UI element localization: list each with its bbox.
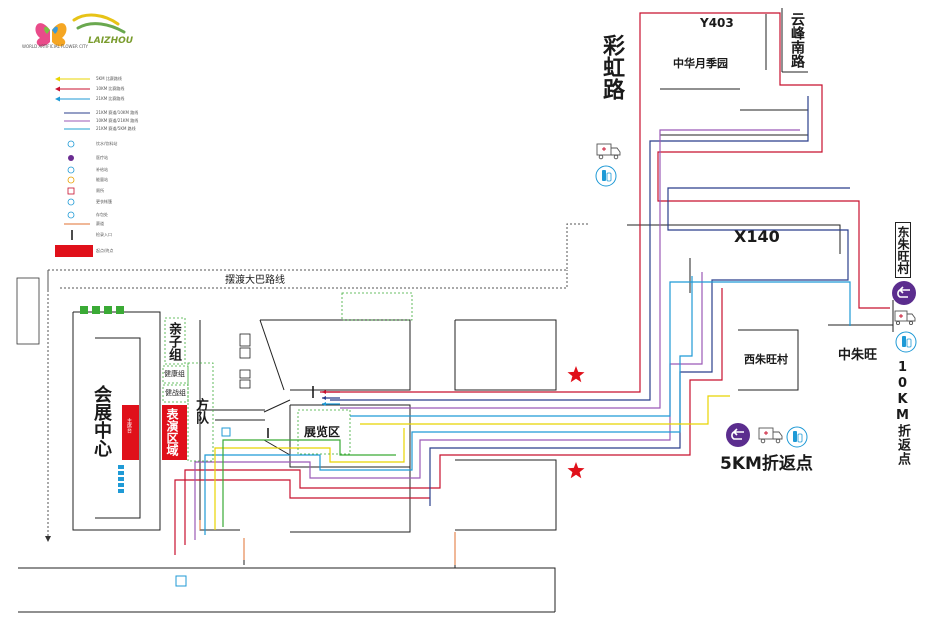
turnaround-10km-icon [892,281,916,305]
phalanx-label: 方队 [193,398,208,424]
route-21km-blue [204,276,851,535]
route-5km [214,395,730,530]
ambulance-icon [596,143,621,160]
exhibit-area-label: 展览区 [304,425,341,439]
water-station-icon [595,165,617,187]
start-arrows [322,390,340,406]
green-markers [80,306,124,314]
parking-icon [175,575,187,587]
fitness-group-label: 健战组 [165,389,186,397]
water-station-icon [895,331,917,353]
main-stage [122,405,139,460]
route-green [222,439,396,527]
logo-tagline: WORLD ARTIFICIAL FLOWER CITY [22,44,88,49]
logo-brand-text: LAIZHOU [88,36,134,46]
blue-markers [118,465,124,493]
legend-graphics [55,76,93,257]
performance-area-label: 表演区域 [165,408,179,456]
health-group-label: 健康组 [164,370,185,378]
legend-label: 21KM 赛道/10KM 路线 [96,110,139,115]
yunfeng-south-road-label: 云峰南路 [789,12,805,68]
rainbow-road-label: 彩虹路 [599,34,624,100]
x140-label: X140 [734,227,780,246]
legend-label: 检录入口 [96,232,112,237]
zhongzhuwang-label: 中朱旺 [838,348,878,363]
checkin-bars [267,386,314,438]
route-10km-return [174,479,430,555]
zone-boxes [162,292,413,462]
legend-label: 10KM 比赛路线 [96,86,125,91]
legend-label: 补给站 [96,167,108,172]
dongzhuwang-label: 东朱旺村 [895,222,911,278]
turnaround-5km-icon [726,423,750,447]
star-icon [567,366,585,383]
y403-label: Y403 [700,16,734,30]
road-outlines [18,8,894,613]
water-station-icon [786,426,808,448]
toilets-block [239,333,251,389]
turnaround-10km-label: 10KM折返点 [895,360,910,466]
info-box-icon [221,427,231,437]
logo-butterfly-icon [35,23,67,47]
road-stripes [199,520,456,565]
star-icon [567,462,585,479]
shuttle-bus-route-label: 摆渡大巴路线 [225,275,285,286]
legend-label: 厕所 [96,188,104,193]
legend-label: 起点/终点 [96,248,114,253]
family-group-label: 亲子组 [166,322,181,361]
turnaround-5km-label: 5KM折返点 [720,454,813,474]
exhibition-center-label: 会展中心 [91,385,112,457]
legend-label: 赛道 [96,221,104,226]
performance-area-block [162,405,187,460]
xizhuwang-label: 西朱旺村 [744,353,788,366]
legend-label: 能量站 [96,177,108,182]
legend-label: 21KM 比赛路线 [96,96,125,101]
legend-label: 更衣帐篷 [96,199,112,204]
legend-label: 21KM 赛道/5KM 路线 [96,126,136,131]
logo-swoosh-icon [72,13,126,34]
shuttle-bus-route [47,223,590,540]
route-21km-purple [330,96,850,506]
rose-garden-label: 中华月季园 [673,57,728,70]
shuttle-arrow-icon [45,536,51,542]
legend-label: 5KM 比赛路线 [96,76,122,81]
legend-label: 饮水/饮料站 [96,141,118,146]
legend-label: 医疗站 [96,155,108,160]
main-stage-label: 主席台 [126,418,132,433]
legend-label: 10KM 赛道/21KM 路线 [96,118,139,123]
ambulance-icon [894,310,916,326]
route-21km-violet [194,129,800,540]
ambulance-icon [758,427,783,444]
route-10km [184,12,890,545]
side-sign [16,277,40,345]
legend-label: 存包处 [96,212,108,217]
